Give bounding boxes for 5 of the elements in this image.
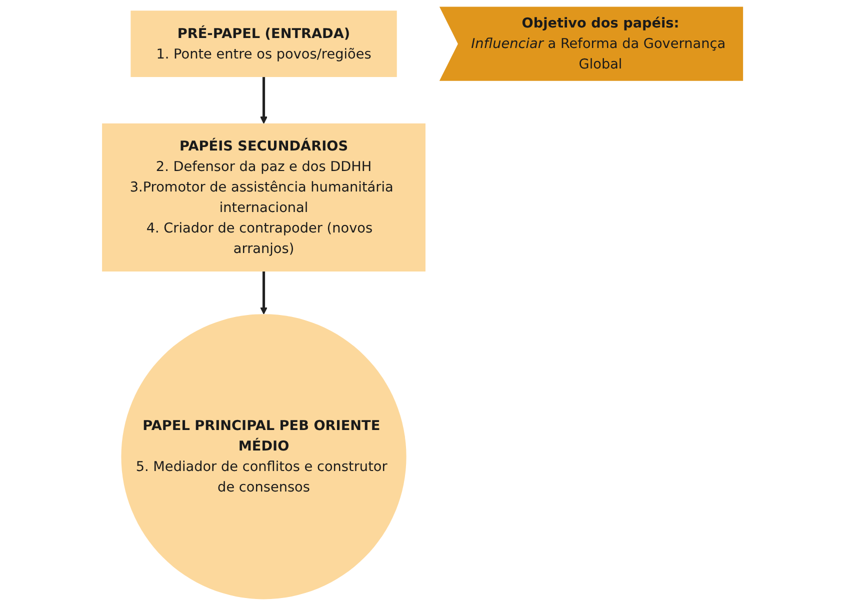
node-box: PRÉ-PAPEL (ENTRADA) 1. Ponte entre os povos/regiões (131, 10, 398, 78)
node-circle: PAPEL PRINCIPAL PEB ORIENTE MÉDIO 5. Mediador de conflitos e construtor de consensos (122, 314, 407, 600)
node-box: PAPÉIS SECUNDÁRIOS 2. Defensor da paz e dos DDHH 3.Promotor de assistência humanitária internacional 4. Criador de contrapoder (novos arranjos) (102, 123, 426, 272)
arrow (260, 77, 268, 124)
arrow (260, 272, 268, 314)
